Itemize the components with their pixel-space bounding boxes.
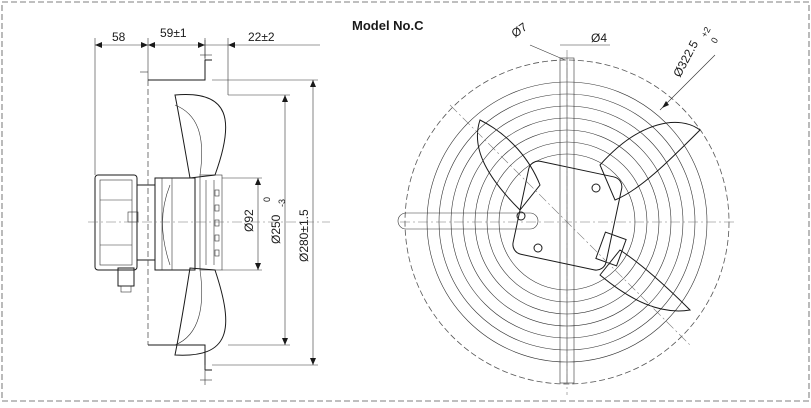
blade-front-2 bbox=[599, 249, 692, 312]
blade-front-1 bbox=[599, 121, 701, 201]
dim-250-tol-lower: -3 bbox=[277, 199, 287, 207]
dim-280: Ø280±1.5 bbox=[297, 209, 311, 262]
dim-4: Ø4 bbox=[591, 31, 607, 45]
dim-250-tol-upper: 0 bbox=[262, 197, 272, 202]
cable-gland bbox=[117, 267, 135, 287]
dim-58: 58 bbox=[112, 30, 126, 44]
model-title: Model No.C bbox=[352, 18, 424, 33]
dim-322-tol-lower: 0 bbox=[709, 36, 720, 45]
cable-gland-front bbox=[595, 231, 627, 267]
dim-322-tol-upper: +2 bbox=[699, 25, 713, 39]
blade-front-3 bbox=[476, 119, 541, 211]
dim-22: 22±2 bbox=[248, 30, 275, 44]
motor-square bbox=[512, 160, 623, 271]
front-view: Ø7 Ø4 Ø322.5 +2 0 bbox=[397, 20, 735, 395]
horizontal-support bbox=[397, 212, 539, 230]
dim-7: Ø7 bbox=[509, 20, 530, 41]
dim-59: 59±1 bbox=[160, 26, 187, 40]
motor-body bbox=[94, 174, 138, 271]
dim-250: Ø250 bbox=[269, 214, 283, 244]
dim-92: Ø92 bbox=[242, 209, 256, 232]
blade-top bbox=[174, 93, 227, 179]
blade-bottom bbox=[174, 267, 227, 356]
fan-hub bbox=[154, 177, 196, 271]
side-view: 58 59±1 22±2 bbox=[88, 26, 330, 385]
